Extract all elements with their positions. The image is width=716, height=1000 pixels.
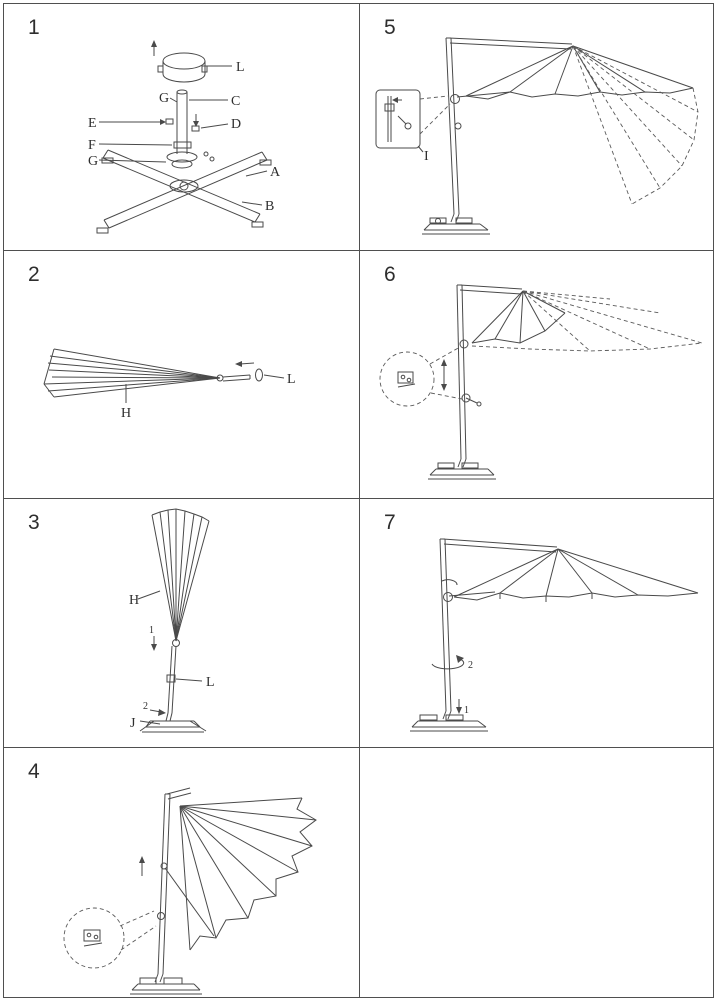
panel-7: 7 [360,499,713,748]
zoom-detail-bubble [379,346,463,407]
lift-arrow-icon [139,856,145,876]
upright-folded-umbrella-diagram: H 1 L 2 J [129,508,215,733]
panel-5-number: 5 [384,16,396,39]
cross-base-exploded-diagram: L C G E D [88,40,281,234]
empty-cell [360,748,713,997]
crank-inset [375,89,451,153]
base-cover-part [157,52,232,83]
zoom-detail-bubble [63,907,157,969]
part-label-f: F [88,138,96,153]
sheet-border: 1 L C G [3,3,714,998]
partly-open-canopy [459,290,566,407]
bolt-d [191,114,229,132]
panel-2-number: 2 [28,263,40,286]
pole [445,37,573,215]
base-stand [139,712,207,733]
part-label-l: L [236,60,245,75]
part-label-l: L [287,372,296,387]
part-label-h: H [129,593,139,608]
base-stand [130,973,202,995]
step-1-arrow-icon [151,636,157,651]
pole [167,645,177,714]
part-label-g-left: G [88,154,98,169]
lift-arrow-icon [151,40,157,56]
open-canopy [441,548,699,602]
step-2-label: 2 [143,701,148,712]
base-stand [422,213,490,235]
part-label-g-top: G [159,91,169,106]
ring-part-l [255,368,285,382]
opening-toward-full-diagram [379,284,703,480]
folded-rib-bundle [43,348,224,398]
insert-arrow-icon [235,361,255,367]
part-label-a: A [270,165,281,180]
part-label-e: E [88,116,97,131]
washer-g [98,151,215,169]
panel-4-number: 4 [28,760,40,783]
base-stand [428,458,496,480]
tilt-motion-dashed [572,45,699,205]
panel-5: 5 [360,4,713,251]
panel-3-number: 3 [28,511,40,534]
part-label-h: H [121,406,131,421]
panel-2: 2 [4,251,360,499]
panel-6-number: 6 [384,263,396,286]
part-label-j: J [130,716,136,731]
cross-base-bars [96,149,272,234]
step-2-arrow-icon [149,709,166,716]
part-label-l: L [206,675,215,690]
open-canopy [450,45,694,130]
panel-4: 4 [4,748,360,997]
tilt-sequence-diagram: I [375,37,699,235]
fully-open-rotation-diagram: 2 1 [410,538,699,732]
part-label-d: D [231,117,241,132]
open-position-dashed [471,290,703,352]
opening-umbrella-diagram [63,787,317,995]
pole [157,787,192,975]
step-1-label: 1 [149,625,154,636]
folded-umbrella-diagram: L H [43,348,296,421]
pole [439,538,558,712]
part-label-i: I [424,149,429,164]
step-2-label: 2 [468,660,473,671]
panel-3: 3 H 1 [4,499,360,748]
step-1-arrow-icon [456,699,462,714]
part-label-b: B [265,199,274,214]
pole [456,284,523,460]
slide-arrow-icon [441,359,447,391]
bolt-e [99,118,174,125]
panel-6: 6 [360,251,713,499]
rotate-arrow-icon [431,655,465,670]
panel-1-number: 1 [28,16,40,39]
fanning-canopy [157,797,317,951]
step-1-label: 1 [464,705,469,716]
pole-stub [222,374,251,382]
collar-l [166,674,203,683]
part-label-c: C [231,94,240,109]
panel-1: 1 L C G [4,4,360,251]
folded-canopy [151,508,210,647]
collar-f [98,141,192,149]
base-stand [410,710,488,732]
lower-pole-part [169,89,228,154]
panel-7-number: 7 [384,511,396,534]
